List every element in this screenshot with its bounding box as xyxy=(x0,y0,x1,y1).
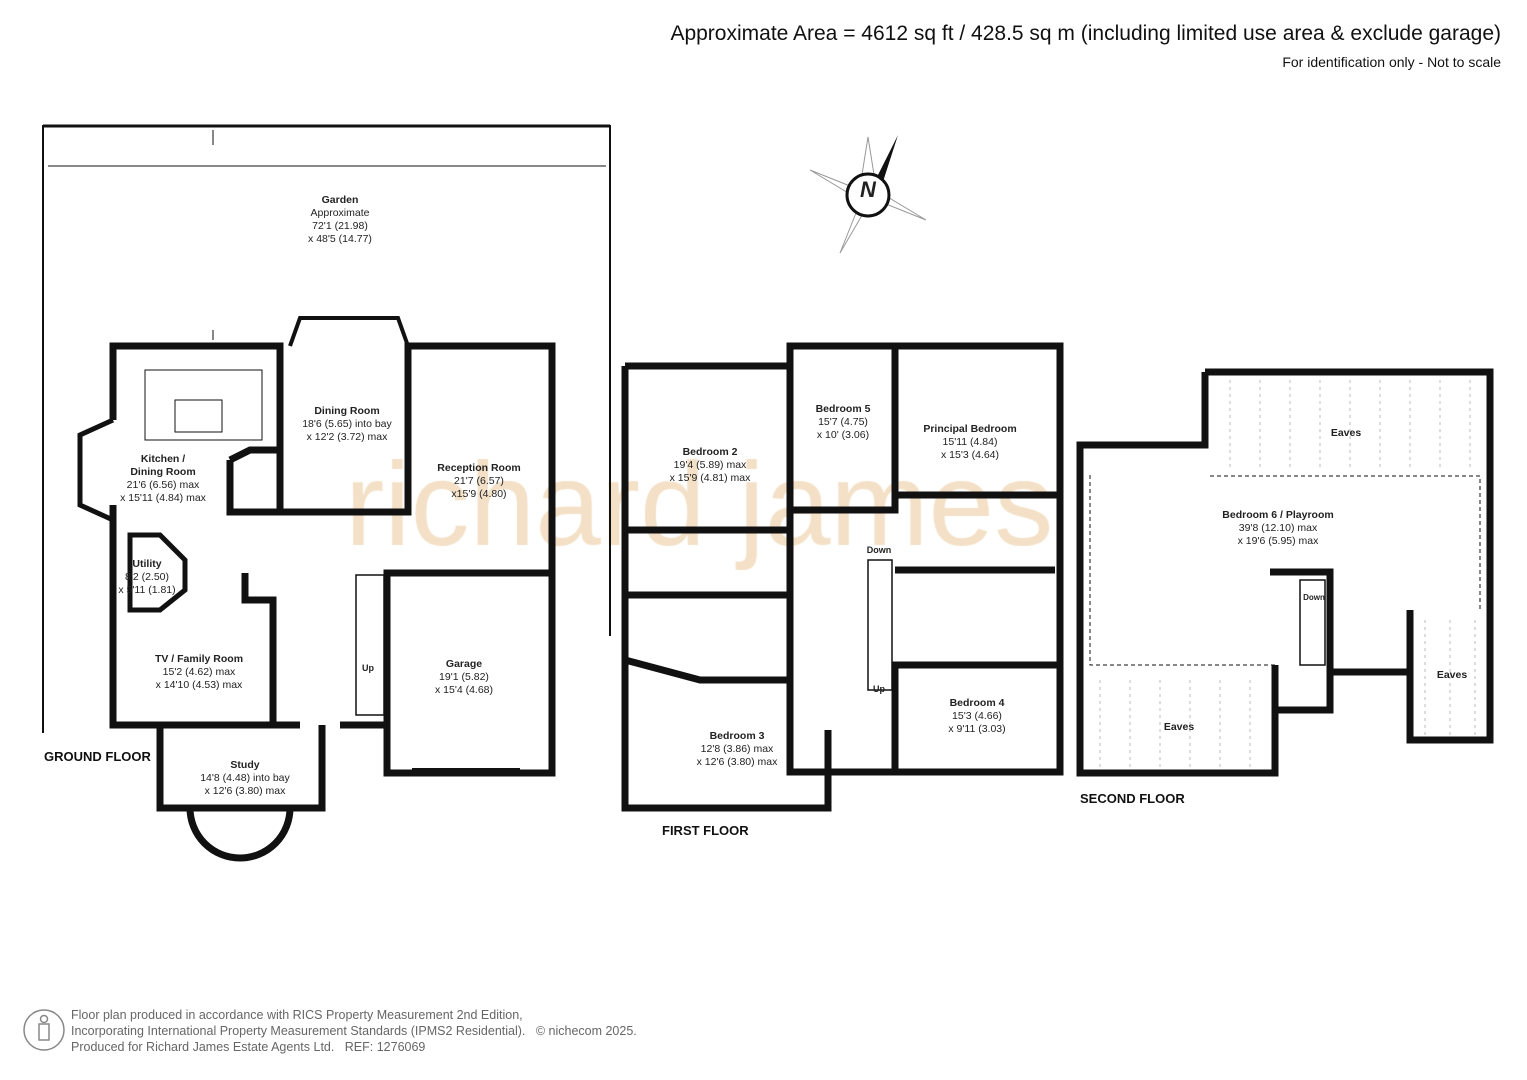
room-dim: x 48'5 (14.77) xyxy=(308,233,372,245)
room-name: Study xyxy=(230,759,260,771)
room-dim: 15'2 (4.62) max xyxy=(162,666,236,678)
room-name: TV / Family Room xyxy=(154,653,244,665)
footer-text: Incorporating International Property Mea… xyxy=(71,1024,526,1038)
compass-icon xyxy=(809,135,927,254)
stairs-down-label: Down xyxy=(866,545,892,555)
ground-floor-label: GROUND FLOOR xyxy=(44,749,151,764)
room-dim: 39'8 (12.10) max xyxy=(1238,522,1318,534)
room-dim: 19'1 (5.82) xyxy=(439,671,489,683)
identification-note: For identification only - Not to scale xyxy=(1282,54,1501,70)
room-dim: x 15'4 (4.68) xyxy=(434,684,494,696)
room-dim: 18'6 (5.65) into bay xyxy=(302,418,392,430)
footer-line: Incorporating International Property Mea… xyxy=(71,1023,637,1039)
room-name: Utility xyxy=(132,558,162,570)
first-floor-label: FIRST FLOOR xyxy=(662,823,749,838)
room-dim: 15'11 (4.84) xyxy=(942,436,998,448)
reference-number: REF: 1276069 xyxy=(344,1040,426,1054)
footer-line: Floor plan produced in accordance with R… xyxy=(71,1008,523,1022)
person-icon xyxy=(23,1009,65,1051)
room-name: Kitchen / xyxy=(140,453,186,465)
room-dim: 72'1 (21.98) xyxy=(312,220,368,232)
room-dim: x 12'6 (3.80) max xyxy=(204,785,286,797)
room-dim: x15'9 (4.80) xyxy=(451,488,507,500)
room-name: Bedroom 5 xyxy=(815,403,871,415)
eaves-hatching xyxy=(1099,380,1476,768)
second-floor-label: SECOND FLOOR xyxy=(1080,791,1185,806)
room-dim: 12'8 (3.86) max xyxy=(700,743,774,755)
room-dim: 21'6 (6.56) max xyxy=(126,479,200,491)
room-dim: x 15'3 (4.64) xyxy=(940,449,1000,461)
stairs-down-label: Down xyxy=(1303,593,1325,602)
room-dim: Approximate xyxy=(310,207,370,219)
footer-text: Produced for Richard James Estate Agents… xyxy=(71,1040,335,1054)
room-name: Bedroom 3 xyxy=(709,730,765,742)
room-dim: x 19'6 (5.95) max xyxy=(1237,535,1319,547)
room-dim: x 5'11 (1.81) xyxy=(118,584,176,596)
room-dim: 14'8 (4.48) into bay xyxy=(200,772,290,784)
room-name: Bedroom 2 xyxy=(682,446,738,458)
room-dim: x 10' (3.06) xyxy=(816,429,870,441)
compass-north-label: N xyxy=(860,177,876,202)
room-name: Dining Room xyxy=(130,466,196,478)
copyright: © nichecom 2025. xyxy=(535,1024,637,1038)
room-dim: 15'7 (4.75) xyxy=(818,416,868,428)
room-dim: x 12'2 (3.72) max xyxy=(306,431,388,443)
room-dim: 21'7 (6.57) xyxy=(454,475,504,487)
room-dim: x 14'10 (4.53) max xyxy=(155,679,243,691)
first-floor-walls xyxy=(621,342,1064,812)
stairs-up-label: Up xyxy=(362,663,374,673)
room-name: Bedroom 6 / Playroom xyxy=(1222,509,1334,521)
stairs-up-label: Up xyxy=(873,684,885,694)
room-dim: 19'4 (5.89) max xyxy=(673,459,747,471)
eaves-label: Eaves xyxy=(1436,669,1468,681)
room-dim: x 15'9 (4.81) max xyxy=(669,472,751,484)
room-dim: x 15'11 (4.84) max xyxy=(120,492,206,504)
approximate-area: Approximate Area = 4612 sq ft / 428.5 sq… xyxy=(670,22,1501,45)
room-name: Dining Room xyxy=(314,405,380,417)
footer-disclaimer: Floor plan produced in accordance with R… xyxy=(71,1007,637,1055)
footer-line: Produced for Richard James Estate Agents… xyxy=(71,1039,637,1055)
eaves-label: Eaves xyxy=(1330,427,1362,439)
room-dim: 8'2 (2.50) xyxy=(124,571,170,583)
room-name: Reception Room xyxy=(437,462,521,474)
room-name: Bedroom 4 xyxy=(949,697,1005,709)
room-dim: x 12'6 (3.80) max xyxy=(696,756,778,768)
room-name: Principal Bedroom xyxy=(923,423,1017,435)
eaves-label: Eaves xyxy=(1163,721,1195,733)
second-floor-walls xyxy=(1076,368,1494,777)
ground-floor-walls xyxy=(109,342,556,812)
room-name: Garden xyxy=(321,194,359,206)
room-dim: 15'3 (4.66) xyxy=(952,710,1002,722)
room-name: Garage xyxy=(445,658,483,670)
room-dim: x 9'11 (3.03) xyxy=(948,723,1006,735)
